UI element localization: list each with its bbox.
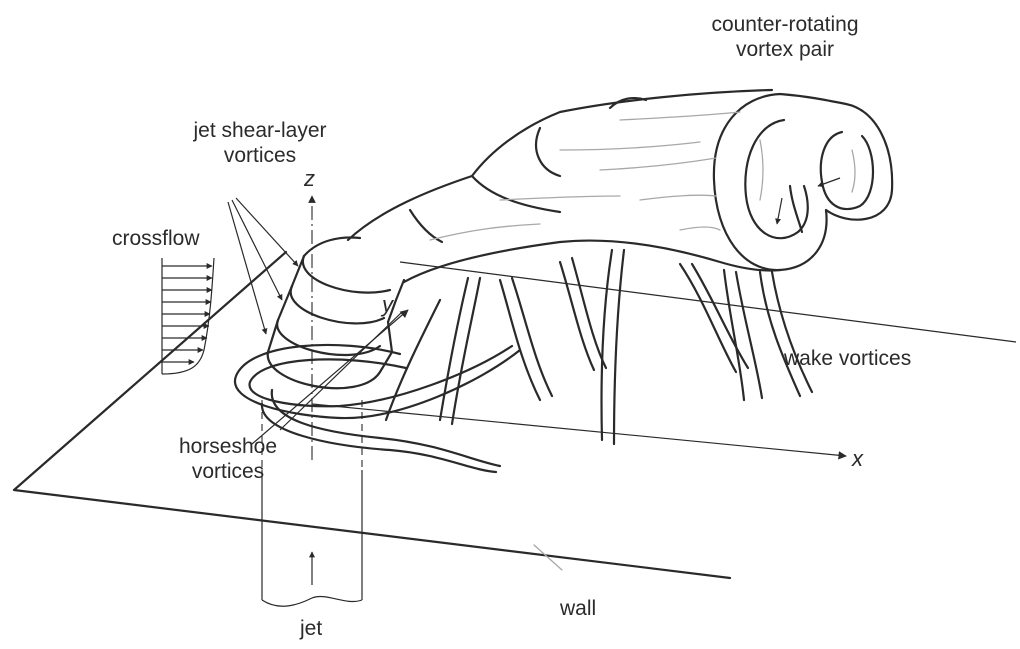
leader-lines <box>228 198 402 430</box>
crvp-label-line1: counter-rotating <box>680 12 890 37</box>
wall-label: wall <box>560 596 596 621</box>
shear-label-line2: vortices <box>150 143 370 168</box>
crossflow-label: crossflow <box>112 226 200 251</box>
horseshoe-label-line1: horseshoe <box>158 434 298 459</box>
wake-vortices-label: wake vortices <box>784 346 911 371</box>
counter-rotating-vortex-pair <box>348 90 892 282</box>
crvp-label-line2: vortex pair <box>680 37 890 62</box>
y-axis-label: y <box>382 292 393 318</box>
horseshoe-label-line2: vortices <box>158 459 298 484</box>
shear-layer-label: jet shear-layer vortices <box>150 118 370 168</box>
wall-plane <box>14 252 1016 578</box>
crossflow-profile <box>162 258 214 374</box>
z-axis-label: z <box>304 166 315 192</box>
wake-vortices <box>386 250 812 444</box>
horseshoe-label: horseshoe vortices <box>158 434 298 484</box>
jet-label: jet <box>300 616 322 641</box>
x-axis-label: x <box>852 446 863 472</box>
shear-label-line1: jet shear-layer <box>150 118 370 143</box>
crvp-label: counter-rotating vortex pair <box>680 12 890 62</box>
coordinate-axes <box>252 196 846 460</box>
